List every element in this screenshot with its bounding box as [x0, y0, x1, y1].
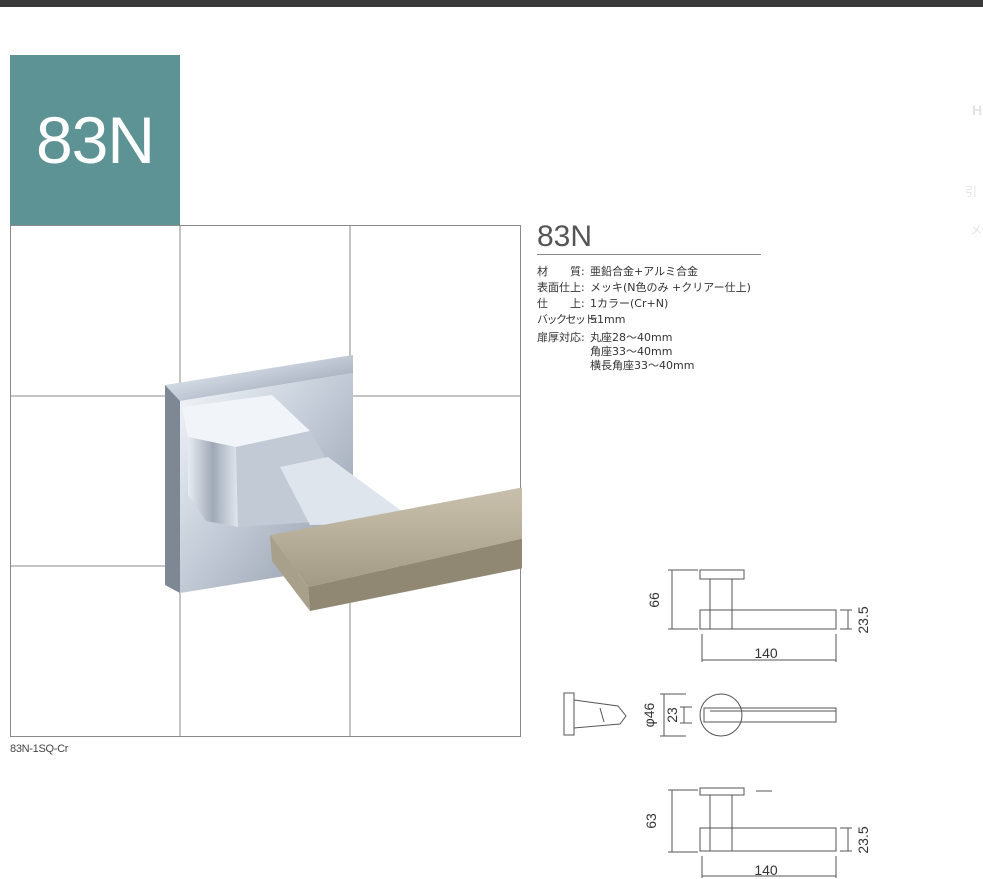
model-badge: 83N — [10, 55, 180, 225]
dim-grip-23-5-b: 23.5 — [855, 826, 871, 853]
spec-label: 仕 上: — [537, 297, 585, 310]
lever — [270, 487, 522, 611]
spec-value: 51mm — [590, 313, 626, 326]
spec-row-finish: 表面仕上: メッキ(N色のみ +クリアー仕上) — [537, 280, 751, 296]
product-image — [10, 225, 522, 737]
dim-grip-23-5: 23.5 — [855, 606, 871, 633]
side-text-3: メ — [970, 223, 983, 237]
dim-height-63: 63 — [643, 813, 659, 829]
spec-value: メッキ(N色のみ +クリアー仕上) — [590, 281, 751, 294]
dim-length-140-b: 140 — [754, 862, 778, 878]
dim-length-140: 140 — [754, 645, 778, 661]
dim-height-66: 66 — [646, 592, 662, 608]
spec-value: 丸座28〜40mm — [590, 331, 673, 344]
spec-row-backset: バックセット: 51mm — [537, 312, 751, 328]
top-bar — [0, 0, 983, 7]
dimension-drawings: 66 23.5 140 φ46 23 63 23.5 140 — [563, 569, 871, 878]
spec-row-color: 仕 上: 1カラー(Cr+N) — [537, 296, 751, 312]
drawing-side-view-63 — [668, 787, 852, 878]
spec-value: 亜鉛合金+アルミ合金 — [590, 265, 699, 278]
drawing-top-view — [563, 692, 837, 737]
spec-value: 1カラー(Cr+N) — [590, 297, 669, 310]
spec-label: 扉厚対応: — [537, 331, 585, 344]
spec-label: バックセット: — [537, 313, 598, 326]
spec-list: 材 質: 亜鉛合金+アルミ合金 表面仕上: メッキ(N色のみ +クリアー仕上) … — [537, 264, 751, 374]
spec-continuation-2: 横長角座33〜40mm — [590, 359, 695, 372]
spec-label: 材 質: — [537, 265, 585, 278]
spec-continuation-1: 角座33〜40mm — [590, 345, 673, 358]
spec-row-door-thickness: 扉厚対応: 丸座28〜40mm — [537, 330, 751, 346]
dim-inner-23: 23 — [664, 707, 680, 723]
spec-label: 表面仕上: — [537, 281, 585, 294]
spec-title: 83N — [537, 220, 761, 255]
spec-row-material: 材 質: 亜鉛合金+アルミ合金 — [537, 264, 751, 280]
dim-diameter-46: φ46 — [641, 702, 657, 727]
side-text-2: 引 — [965, 185, 978, 199]
product-caption: 83N-1SQ-Cr — [10, 743, 69, 755]
drawing-side-view-66 — [668, 569, 852, 662]
side-text-1: H — [972, 102, 983, 118]
